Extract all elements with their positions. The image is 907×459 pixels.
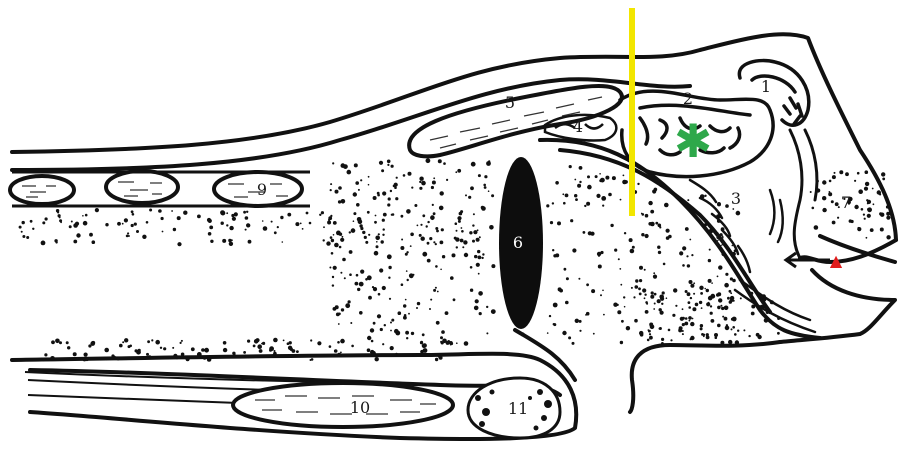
arrow-pointer [786,253,830,267]
label-3: 3 [731,189,741,208]
structure-10 [233,383,453,427]
label-8: 8 [715,231,725,250]
label-6: 6 [513,233,523,252]
label-7: 7 [841,193,851,212]
structure-3-8-region [690,180,815,332]
label-11: 11 [508,399,528,418]
label-10: 10 [350,398,370,417]
vertebra-oval-b [106,171,178,203]
green-asterisk-marker: ✱ [674,114,713,168]
label-4: 4 [573,117,583,136]
label-1: 1 [761,77,771,96]
label-9: 9 [257,180,267,199]
label-2: 2 [683,89,693,108]
vertebra-oval-a [10,176,74,204]
structure-7-region [790,130,817,258]
red-triangle-marker: ▲ [830,251,843,270]
label-5: 5 [505,93,515,112]
